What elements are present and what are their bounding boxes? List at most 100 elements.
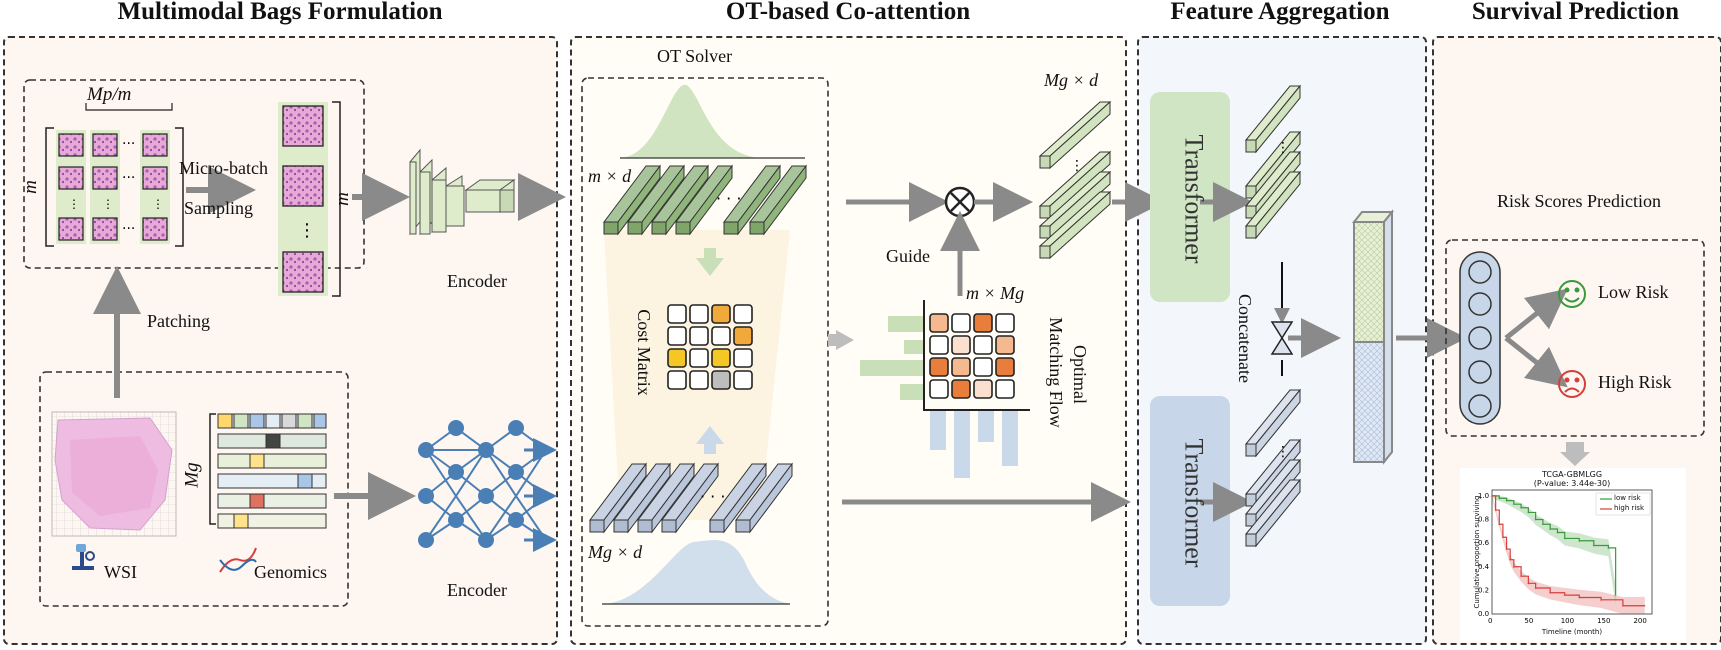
km-point: +: [1563, 537, 1566, 542]
km-point: +: [1491, 495, 1494, 500]
km-point: +: [1512, 503, 1515, 508]
km-point: +: [1556, 532, 1559, 537]
encoder-top-label: Encoder: [447, 271, 507, 291]
svg-text:···: ···: [122, 221, 135, 237]
transformer-top-box: [1150, 92, 1230, 302]
mg-times-d-label: Mg × d: [588, 542, 643, 562]
multiply-node: [944, 186, 976, 218]
km-point: +: [1541, 523, 1544, 528]
svg-text:⋮: ⋮: [68, 197, 80, 211]
mlp-nodes: [418, 420, 524, 548]
km-point: +: [1549, 592, 1552, 597]
km-ytick: 0.6: [1478, 539, 1490, 547]
concatenate-label: Concatenate: [1234, 294, 1255, 383]
genomic-features: [589, 462, 793, 534]
output-features: [1038, 100, 1112, 260]
km-legend-low: low risk: [1614, 494, 1641, 502]
m-times-mg-label: m × Mg: [966, 283, 1025, 303]
km-point: +: [1505, 500, 1508, 505]
ot-solver-box: [581, 77, 829, 627]
sampled-patches: ⋮: [278, 101, 341, 297]
risk-scores-label: Risk Scores Prediction: [1497, 191, 1661, 211]
marginal-bars-bottom: [930, 410, 1018, 478]
m-right-label: m: [331, 192, 353, 206]
km-point: +: [1527, 582, 1530, 587]
km-legend-high: high risk: [1614, 504, 1645, 512]
svg-text:· · ·: · · ·: [700, 487, 725, 506]
transformer-top-label: Transformer: [1179, 134, 1209, 264]
svg-text:· · ·: · · ·: [716, 189, 741, 208]
frown-icon: [1558, 370, 1586, 398]
km-ytick: 0.4: [1478, 563, 1490, 571]
km-xlabel: Timeline (month): [1541, 628, 1603, 636]
microscope-icon: [72, 544, 95, 570]
km-ylabel: Cumulative proportion surviving: [1473, 495, 1481, 609]
km-title: TCGA-GBMLGG: [1541, 470, 1603, 479]
risk-score-nodes: [1468, 260, 1492, 418]
km-ytick: 0.0: [1478, 610, 1489, 618]
km-point: +: [1520, 507, 1523, 512]
km-point: +: [1498, 497, 1501, 502]
agg-features-top: [1244, 84, 1302, 240]
km-point: +: [1534, 519, 1537, 524]
guide-label: Guide: [886, 246, 930, 266]
cost-matrix: [667, 304, 753, 390]
m-left-label: m: [19, 180, 41, 194]
km-pvalue: (P-value: 3.44e-30): [1533, 479, 1611, 488]
km-point: +: [1621, 605, 1624, 610]
km-line-1: [1492, 495, 1645, 607]
km-xtick: 0: [1488, 617, 1492, 625]
m-times-d-label: m × d: [588, 166, 632, 186]
low-risk-label: Low Risk: [1598, 282, 1669, 302]
title-surv: Survival Prediction: [1471, 0, 1680, 25]
mg-times-d-out-label: Mg × d: [1044, 70, 1099, 90]
mg-label: Mg: [181, 462, 203, 488]
high-risk-label: High Risk: [1598, 372, 1672, 392]
svg-text:···: ···: [122, 170, 135, 186]
dna-icon: [219, 547, 257, 573]
agg-features-bottom: [1244, 388, 1302, 548]
cost-matrix-label: Cost Matrix: [633, 309, 654, 396]
title-bags: Multimodal Bags Formulation: [117, 0, 443, 25]
km-point: +: [1527, 511, 1530, 516]
wsi-label: WSI: [104, 562, 137, 582]
km-ytick: 0.8: [1478, 516, 1489, 524]
title-ot: OT-based Co-attention: [725, 0, 971, 25]
km-point: +: [1643, 605, 1646, 610]
mp-over-m-label: Mp/m: [87, 84, 132, 105]
patching-label: Patching: [147, 311, 210, 331]
km-point: +: [1505, 548, 1508, 553]
transformer-bottom-label: Transformer: [1179, 438, 1209, 568]
micro-batch-label: Micro-batch: [179, 158, 268, 178]
km-point: +: [1578, 596, 1581, 601]
sampling-label: Sampling: [184, 198, 254, 218]
title-agg: Feature Aggregation: [1170, 0, 1390, 25]
matching-flow-label: Matching Flow: [1045, 317, 1066, 428]
km-point: +: [1578, 540, 1581, 545]
svg-text:···: ···: [122, 136, 135, 152]
km-xtick: 100: [1561, 617, 1574, 625]
svg-text:⋮: ⋮: [1276, 140, 1290, 156]
km-xtick: 200: [1633, 617, 1646, 625]
km-point: +: [1498, 523, 1501, 528]
marginal-bars-left: [860, 316, 924, 400]
km-ytick: 0.2: [1478, 586, 1489, 594]
km-point: +: [1549, 528, 1552, 533]
ot-solver-label: OT Solver: [657, 46, 733, 66]
input-box: [39, 371, 349, 607]
wsi-slide: [51, 411, 177, 537]
km-xtick: 150: [1597, 617, 1610, 625]
km-point: +: [1563, 594, 1566, 599]
svg-text:⋮: ⋮: [298, 220, 316, 241]
km-xtick: 50: [1524, 617, 1533, 625]
km-ytick: 1.0: [1478, 492, 1489, 500]
km-line-0: [1492, 495, 1617, 596]
optimal-label: Optimal: [1070, 345, 1090, 404]
km-band-0: [1492, 495, 1616, 605]
transformer-bottom-box: [1150, 396, 1230, 606]
km-point: +: [1509, 559, 1512, 564]
risk-box: [1445, 239, 1705, 437]
encoder-bottom-label: Encoder: [447, 580, 507, 600]
